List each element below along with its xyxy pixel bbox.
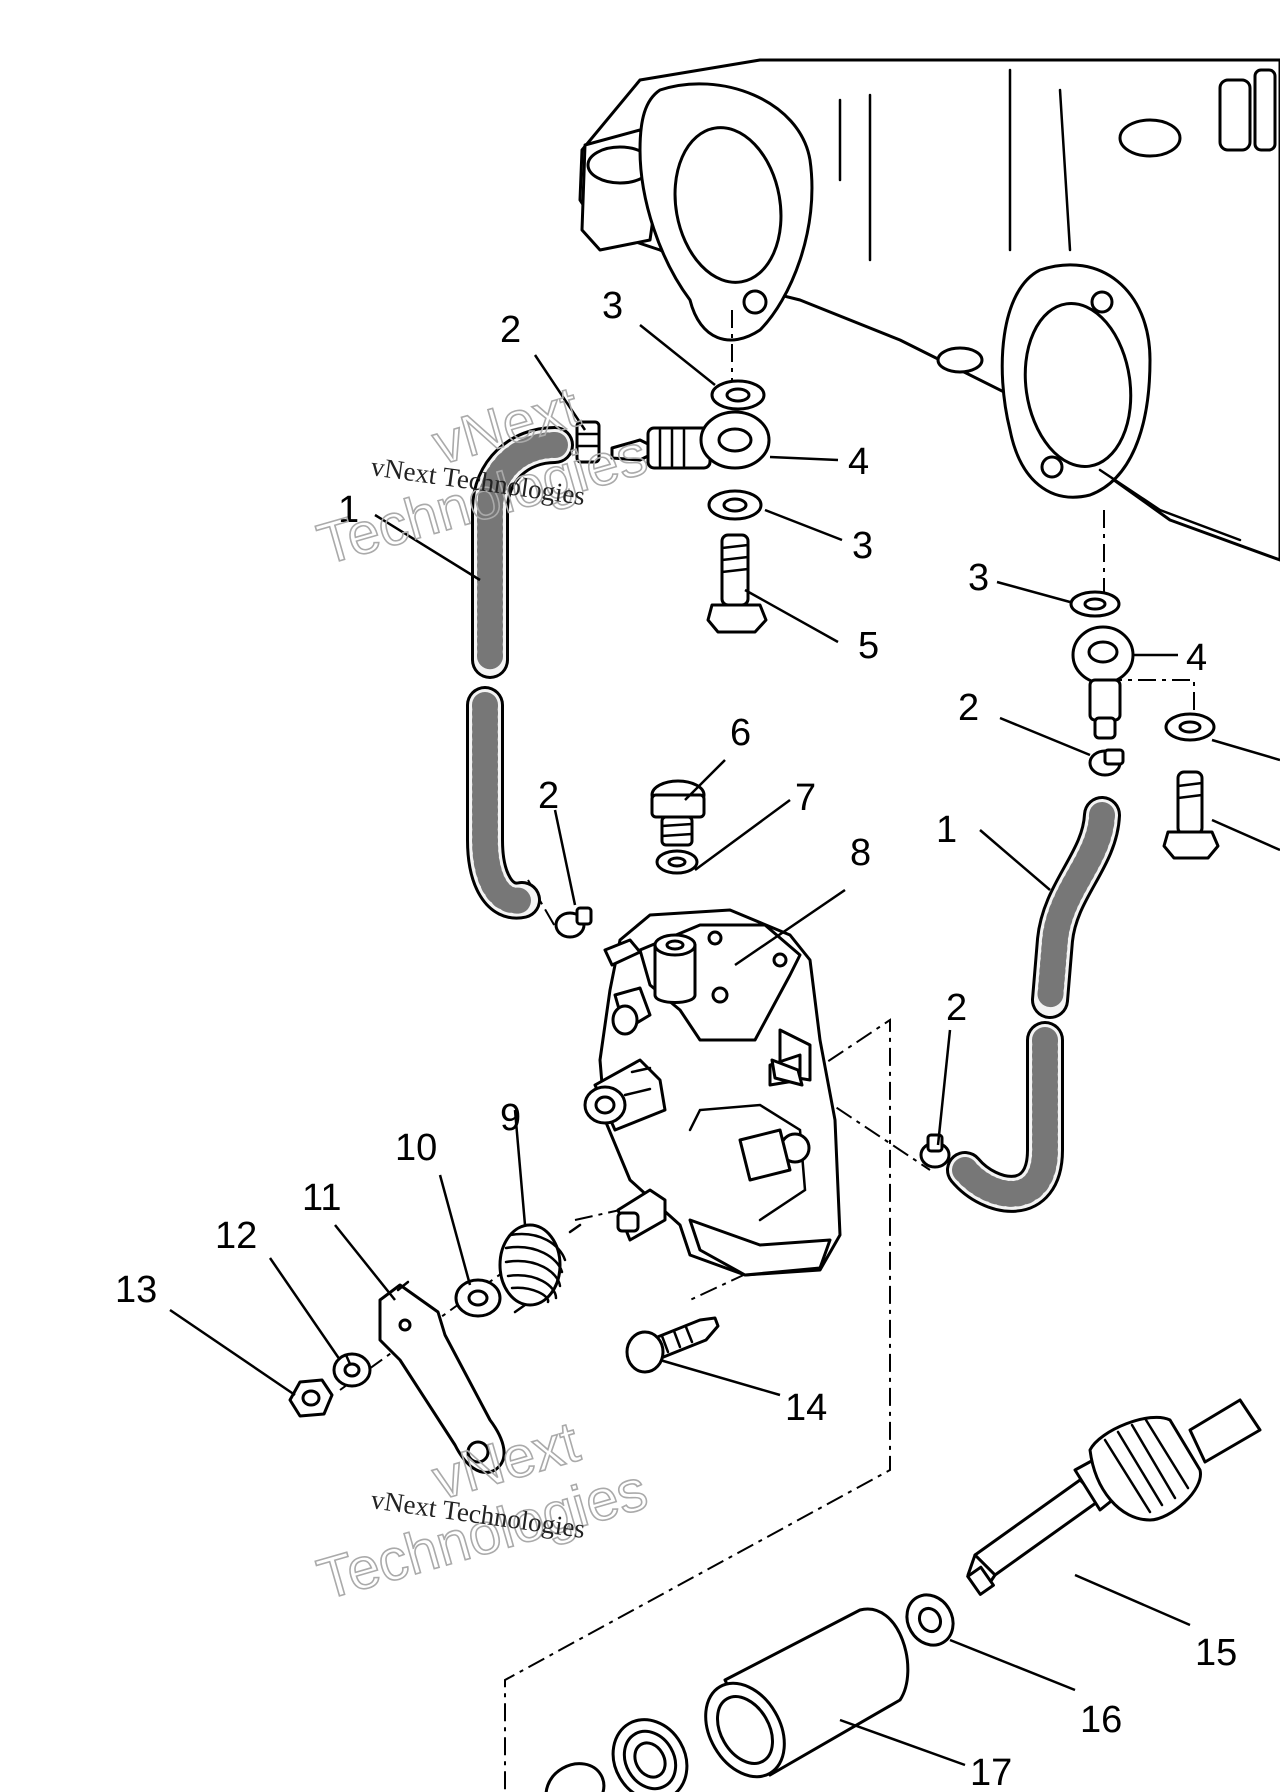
callout-16: 16 [1080,1699,1122,1741]
callout-2: 2 [958,687,979,729]
callout-5: 5 [858,625,879,667]
hose-clamp [554,906,593,939]
hose-nipple [603,938,642,967]
callout-labels: 1 1 2 2 2 2 3 3 3 4 4 5 6 7 8 9 10 11 12… [115,285,1237,1792]
callout-4: 4 [1186,637,1207,679]
callout-1: 1 [936,809,957,851]
callout-3: 3 [602,285,623,327]
o-ring [544,1762,606,1792]
engine-cylinder-block [578,58,1280,562]
oil-hose-left [466,426,574,920]
callout-11: 11 [302,1177,341,1219]
hex-nut [288,1378,334,1418]
callout-13: 13 [115,1269,157,1311]
callout-7: 7 [795,777,816,819]
shaft-bushing [704,1607,910,1779]
callout-2: 2 [500,309,521,351]
banjo-fitting [1071,625,1135,740]
bleed-screw [650,779,706,847]
oil-hose-right [946,796,1121,1213]
watermark-bottom: vNext Technologies vNext Technologies [310,1408,655,1613]
callout-10: 10 [395,1127,437,1169]
callout-17: 17 [970,1752,1012,1792]
sealing-washer [707,489,763,521]
callout-2: 2 [538,775,559,817]
coil-spring [611,1718,689,1792]
hose-clamp [575,420,601,464]
callout-9: 9 [500,1097,521,1139]
sealing-washer [655,849,699,875]
callout-1: 1 [338,489,359,531]
hose-clamp [1088,748,1125,777]
pump-control-lever [378,1280,506,1474]
banjo-fitting [610,410,771,470]
banjo-bolt [1162,770,1220,860]
callout-14: 14 [785,1387,827,1429]
lock-washer [332,1352,372,1388]
return-spring [498,1223,582,1314]
hose-clamp [919,1133,951,1169]
callout-4: 4 [848,441,869,483]
sealing-washer [1164,712,1216,742]
hose-nipple [770,1058,804,1087]
callout-2: 2 [946,987,967,1029]
sealing-washer [1069,590,1121,618]
callout-15: 15 [1195,1632,1237,1674]
sealing-washer [710,379,766,411]
leader-lines [169,324,1280,1767]
washer [454,1278,502,1318]
mounting-screw [625,1316,720,1374]
oil-pump [583,908,842,1277]
pump-drive-gear [966,1398,1262,1596]
banjo-bolt [706,533,768,634]
callout-3: 3 [852,525,873,567]
callout-3: 3 [968,557,989,599]
thrust-washer [905,1593,955,1647]
callout-6: 6 [730,712,751,754]
callout-8: 8 [850,832,871,874]
callout-12: 12 [215,1215,257,1257]
